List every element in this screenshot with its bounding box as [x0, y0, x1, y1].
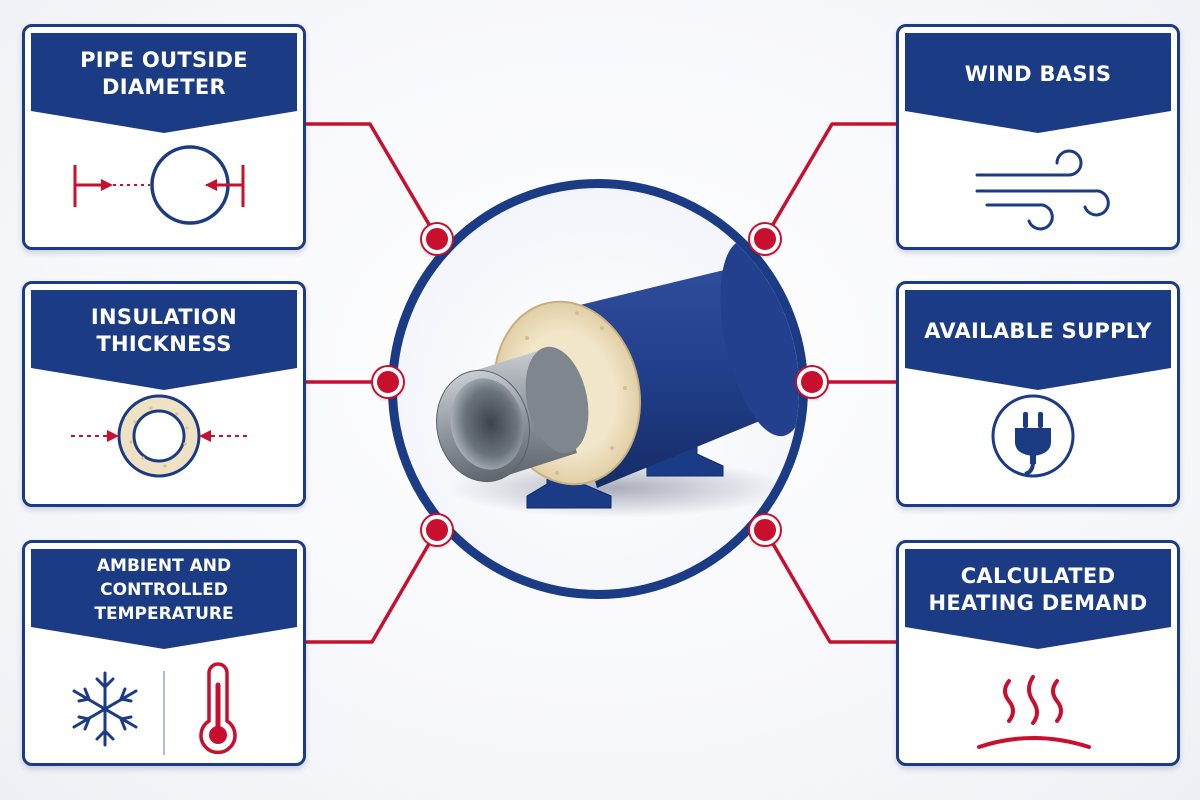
card-title: PIPE OUTSIDE DIAMETER — [80, 48, 248, 99]
thermometer-icon — [199, 662, 237, 755]
heat-waves-icon — [977, 675, 1091, 749]
connector-dot — [750, 224, 780, 254]
wind-icon — [975, 149, 1110, 231]
pipe-diameter-icon — [73, 145, 245, 225]
connector-dot — [750, 515, 780, 545]
connector-ambient-temperature — [306, 529, 439, 644]
card-title: CALCULATED HEATING DEMAND — [928, 564, 1148, 615]
card-header: PIPE OUTSIDE DIAMETER — [31, 33, 297, 133]
card-header: AMBIENT AND CONTROLLED TEMPERATURE — [31, 549, 297, 649]
connector-pipe-outside-diameter — [306, 122, 439, 239]
card-header: CALCULATED HEATING DEMAND — [905, 549, 1171, 649]
connector-wind-basis — [763, 122, 896, 239]
insulation-ring-icon — [71, 394, 247, 478]
connector-heating-demand — [763, 529, 896, 644]
card-calculated-heating-demand: CALCULATED HEATING DEMAND — [896, 540, 1180, 766]
card-title: AMBIENT AND CONTROLLED TEMPERATURE — [94, 556, 234, 624]
connector-dot — [373, 367, 403, 397]
card-header: WIND BASIS — [905, 33, 1171, 133]
card-pipe-outside-diameter: PIPE OUTSIDE DIAMETER — [22, 24, 306, 250]
connector-dot — [422, 515, 452, 545]
card-ambient-controlled-temperature: AMBIENT AND CONTROLLED TEMPERATURE — [22, 540, 306, 766]
connector-dot — [422, 224, 452, 254]
card-title: WIND BASIS — [964, 61, 1112, 86]
card-title: AVAILABLE SUPPLY — [924, 318, 1152, 343]
card-wind-basis: WIND BASIS — [896, 24, 1180, 250]
power-plug-icon — [991, 394, 1075, 478]
insulated-pipe-illustration — [436, 239, 799, 518]
card-header: INSULATION THICKNESS — [31, 290, 297, 390]
card-insulation-thickness: INSULATION THICKNESS — [22, 281, 306, 507]
card-title: INSULATION THICKNESS — [90, 305, 238, 356]
snowflake-thermometer-icon — [72, 662, 237, 755]
connector-dot — [797, 367, 827, 397]
card-available-supply: AVAILABLE SUPPLY — [896, 281, 1180, 507]
card-header: AVAILABLE SUPPLY — [905, 290, 1171, 390]
snowflake-icon — [72, 671, 138, 747]
